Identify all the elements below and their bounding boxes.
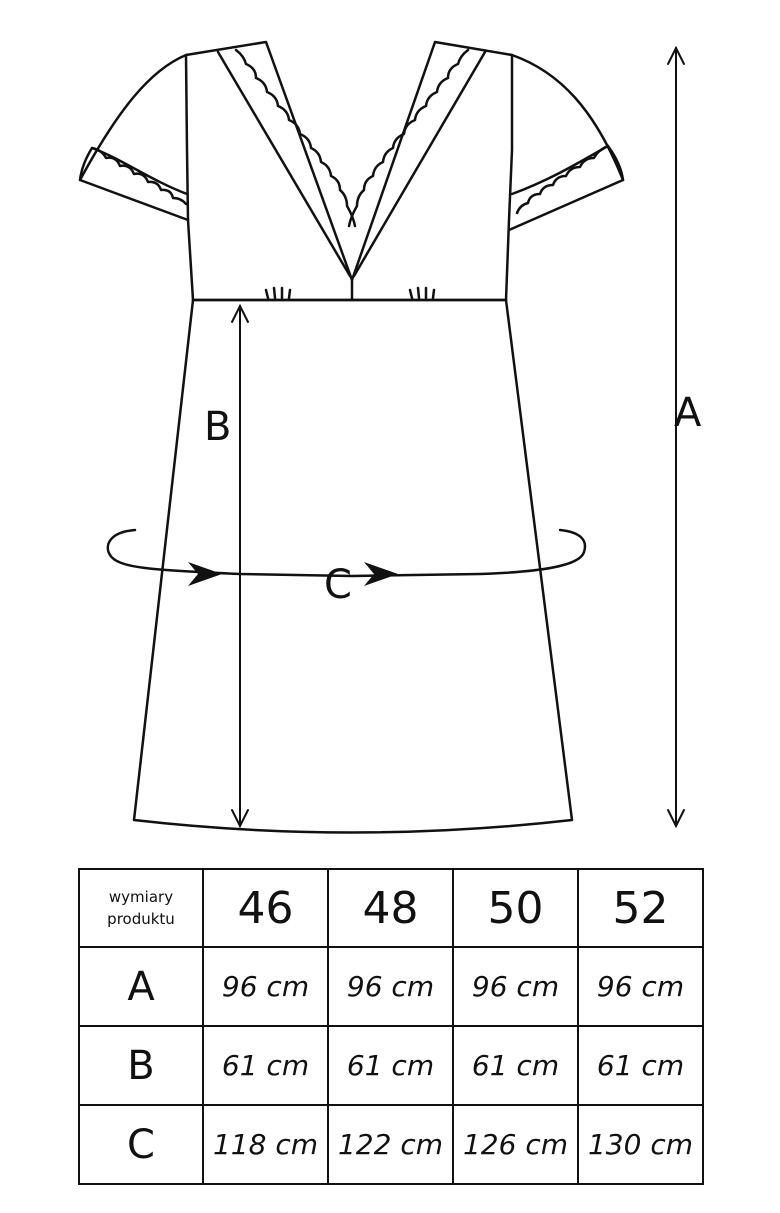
table-cell: 61 cm — [327, 1025, 454, 1106]
left-sleeve-lace-top — [90, 146, 189, 196]
lace-left — [234, 48, 357, 228]
table-row: B 61 cm 61 cm 61 cm 61 cm — [78, 1025, 704, 1106]
neckline-right — [352, 50, 487, 278]
neckline-left — [216, 50, 352, 278]
size-table: wymiary produktu 46 48 50 52 A 96 cm 96 … — [78, 868, 704, 1185]
label-b: B — [204, 404, 231, 450]
table-row: C 118 cm 122 cm 126 cm 130 cm — [78, 1104, 704, 1185]
size-header-52: 52 — [577, 868, 704, 948]
c-arrowhead-right — [364, 562, 398, 586]
corner-line-1: wymiary — [108, 888, 174, 906]
label-c: C — [324, 562, 352, 608]
table-cell: 61 cm — [577, 1025, 704, 1106]
table-corner-label: wymiary produktu — [78, 868, 204, 948]
dress-diagram: A B C — [78, 40, 702, 834]
table-cell: 130 cm — [577, 1104, 704, 1185]
circumference-line — [106, 528, 587, 578]
measure-b-arrow-top — [231, 303, 249, 323]
label-a: A — [674, 390, 702, 436]
row-label-c: C — [78, 1104, 204, 1185]
left-sleeve — [78, 53, 190, 222]
skirt-outline — [132, 298, 574, 834]
size-header-46: 46 — [202, 868, 329, 948]
c-arrowhead-left — [188, 562, 222, 586]
size-header-48: 48 — [327, 868, 454, 948]
table-cell: 61 cm — [202, 1025, 329, 1106]
row-label-b: B — [78, 1025, 204, 1106]
table-cell: 118 cm — [202, 1104, 329, 1185]
row-label-a: A — [78, 946, 204, 1027]
table-row: A 96 cm 96 cm 96 cm 96 cm — [78, 946, 704, 1027]
measure-a-arrow-top — [667, 45, 685, 65]
table-cell: 61 cm — [452, 1025, 579, 1106]
size-header-50: 50 — [452, 868, 579, 948]
lace-right — [347, 48, 470, 228]
corner-line-2: produktu — [107, 910, 175, 928]
measure-b-arrow-bottom — [231, 809, 249, 829]
right-sleeve — [507, 53, 625, 232]
table-cell: 96 cm — [577, 946, 704, 1027]
table-header-row: wymiary produktu 46 48 50 52 — [78, 868, 704, 948]
left-sleeve-lace — [78, 146, 188, 206]
bodice-outline — [184, 40, 514, 302]
table-cell: 126 cm — [452, 1104, 579, 1185]
gathers-right — [408, 286, 436, 300]
table-cell: 96 cm — [327, 946, 454, 1027]
measure-a-arrow-bottom — [667, 809, 685, 829]
table-cell: 122 cm — [327, 1104, 454, 1185]
table-cell: 96 cm — [202, 946, 329, 1027]
right-sleeve-lace-top — [510, 144, 610, 196]
table-cell: 96 cm — [452, 946, 579, 1027]
gathers-left — [264, 286, 292, 300]
right-sleeve-lace — [515, 144, 625, 215]
